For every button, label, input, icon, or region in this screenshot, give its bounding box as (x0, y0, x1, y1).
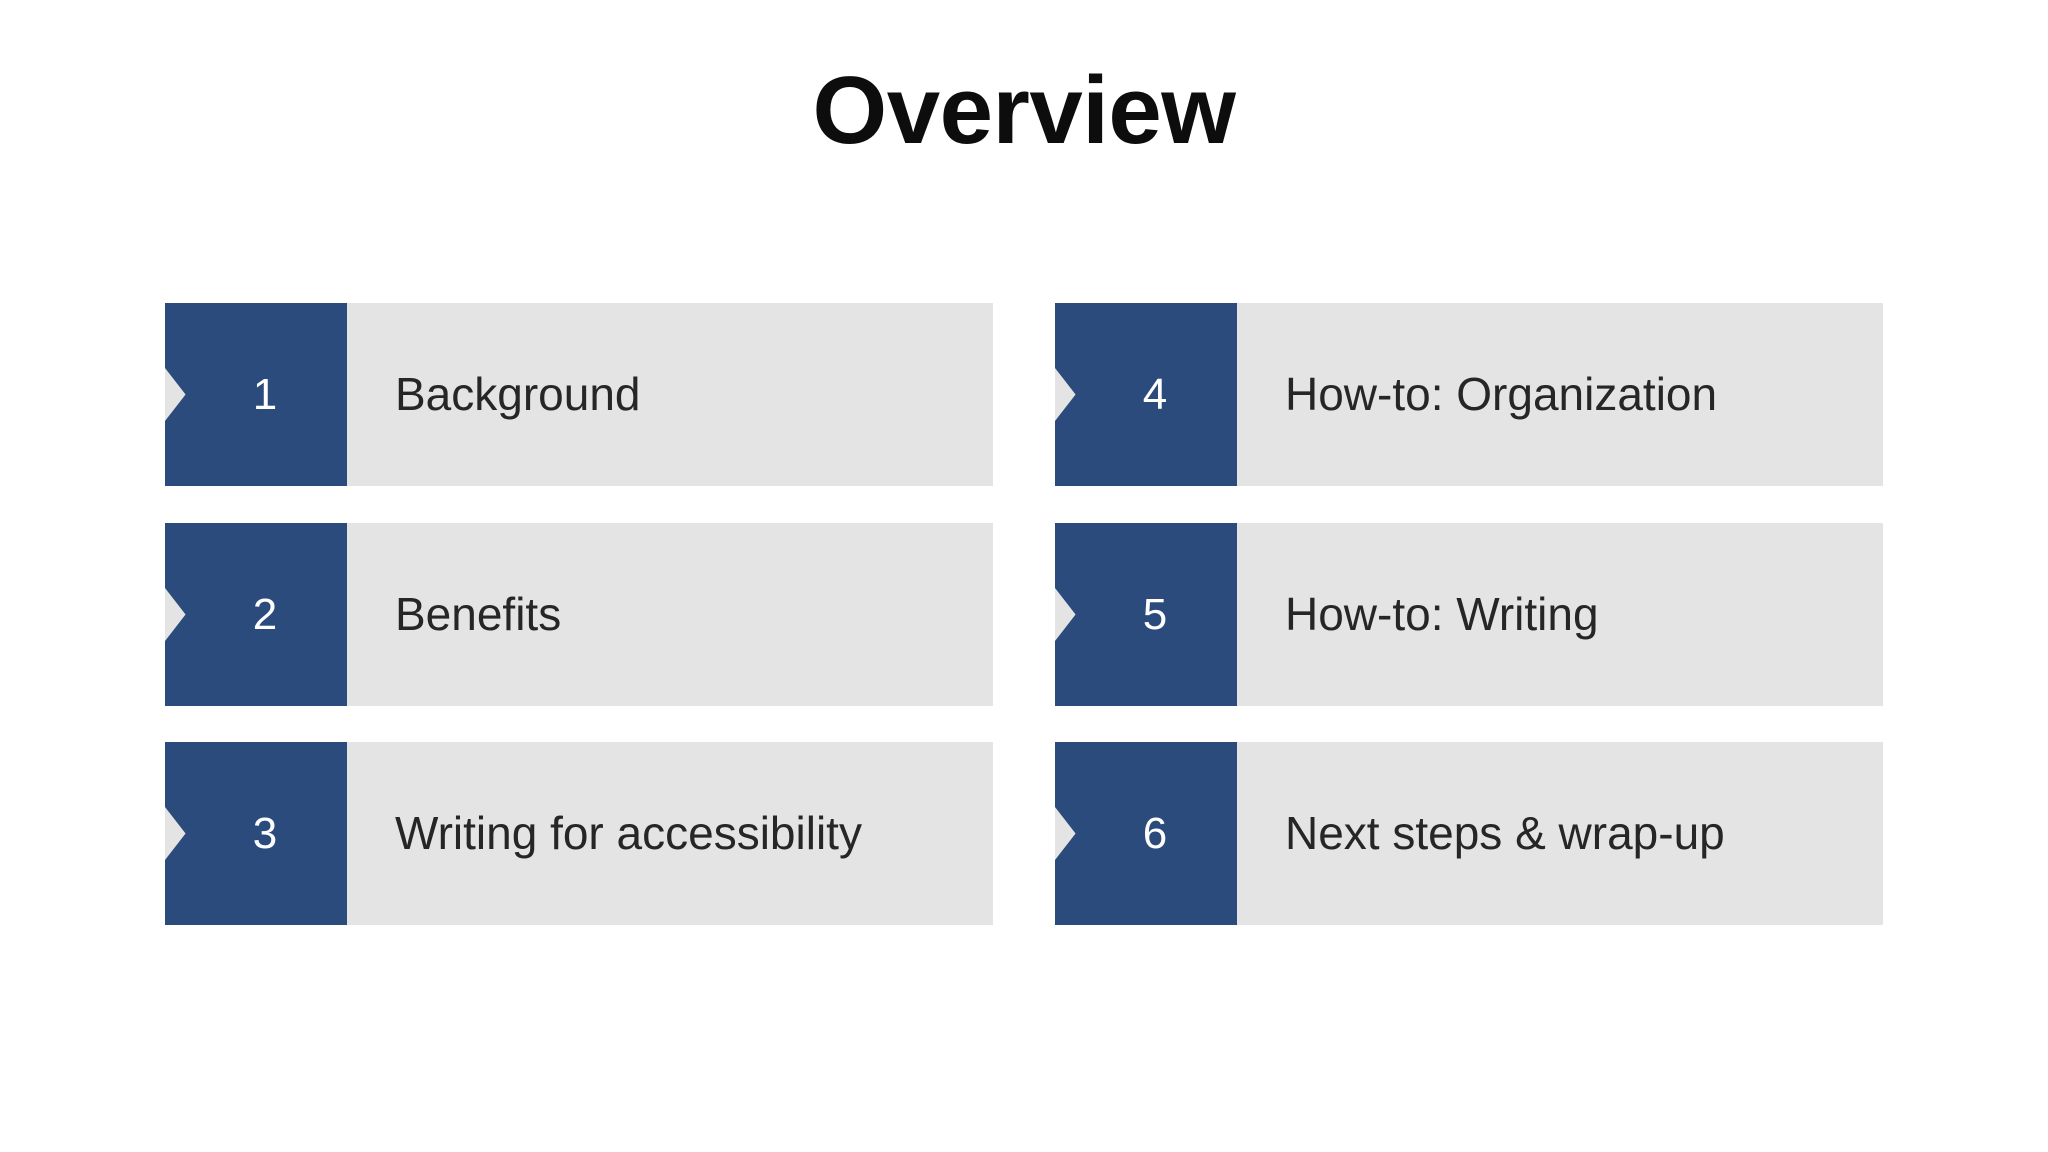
agenda-item[interactable]: 1 Background (165, 303, 993, 486)
page-title: Overview (812, 57, 1236, 164)
agenda-list: 1 Background 2 Benefits 3 Writing for ac… (165, 303, 1883, 925)
agenda-item-label: Background (395, 367, 641, 420)
agenda-item[interactable]: 6 Next steps & wrap-up (1055, 742, 1883, 925)
chevron-number-badge (165, 742, 347, 925)
agenda-column-left: 1 Background 2 Benefits 3 Writing for ac… (165, 303, 993, 925)
agenda-item[interactable]: 2 Benefits (165, 523, 993, 706)
chevron-number-badge (1055, 303, 1237, 486)
agenda-item-number: 5 (1142, 589, 1168, 639)
agenda-item-number: 1 (252, 369, 278, 419)
chevron-number-badge (1055, 523, 1237, 706)
agenda-item-label: Writing for accessibility (395, 806, 862, 859)
chevron-number-badge (1055, 742, 1237, 925)
agenda-item-number: 3 (252, 808, 278, 858)
agenda-item[interactable]: 3 Writing for accessibility (165, 742, 993, 925)
agenda-item-label: How-to: Organization (1285, 367, 1718, 420)
agenda-item-number: 4 (1142, 369, 1168, 419)
agenda-item-label: Next steps & wrap-up (1285, 806, 1725, 859)
agenda-item-label: Benefits (395, 587, 562, 640)
agenda-item-number: 2 (252, 589, 278, 639)
agenda-column-right: 4 How-to: Organization 5 How-to: Writing… (1055, 303, 1883, 925)
agenda-item-label: How-to: Writing (1285, 587, 1599, 640)
agenda-item[interactable]: 5 How-to: Writing (1055, 523, 1883, 706)
chevron-number-badge (165, 523, 347, 706)
chevron-number-badge (165, 303, 347, 486)
agenda-item[interactable]: 4 How-to: Organization (1055, 303, 1883, 486)
agenda-item-number: 6 (1142, 808, 1168, 858)
